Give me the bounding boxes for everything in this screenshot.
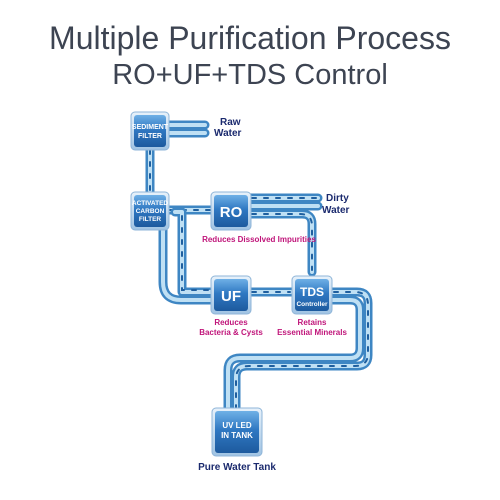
ro-label: RO [220, 204, 243, 221]
pipe-dirty-outlet [243, 193, 323, 211]
raw-water-label-2: Water [214, 128, 242, 139]
pipe-carbon-to-uf [158, 207, 217, 305]
pipe-ro-to-tds [243, 209, 317, 277]
uv-tank-node: UV LED IN TANK [211, 407, 263, 457]
carbon-filter-node: ACTIVATED CARBON FILTER [130, 191, 170, 231]
uf-description-2: Bacteria & Cysts [199, 328, 263, 337]
carbon-filter-label-2: CARBON [136, 208, 165, 215]
sediment-filter-node: SEDIMENT FILTER [130, 111, 170, 151]
uv-tank-label-1: UV LED [222, 421, 252, 430]
uf-description-1: Reduces [214, 318, 248, 327]
uf-node: UF [210, 275, 252, 315]
dirty-water-label-1: Dirty [326, 193, 349, 204]
carbon-filter-label-3: FILTER [139, 216, 162, 223]
ro-node: RO [210, 191, 252, 231]
pipe-raw-inlet [163, 120, 210, 138]
tds-sublabel: Controller [296, 301, 328, 308]
tds-description-2: Essential Minerals [277, 328, 347, 337]
raw-water-label-1: Raw [220, 117, 241, 128]
tds-label: TDS [300, 285, 324, 299]
uf-label: UF [221, 288, 241, 305]
tds-description-1: Retains [298, 318, 327, 327]
tds-controller-node: TDS Controller [291, 275, 333, 315]
ro-description: Reduces Dissolved Impurities [202, 235, 316, 244]
pipe-tds-to-tank [223, 287, 373, 415]
uv-tank-label-2: IN TANK [221, 431, 253, 440]
page-subtitle: RO+UF+TDS Control [112, 59, 388, 91]
dirty-water-label-2: Water [322, 205, 350, 216]
sediment-filter-label-1: SEDIMENT [132, 124, 169, 131]
page-title: Multiple Purification Process [49, 20, 451, 56]
pipe-network [145, 120, 373, 415]
sediment-filter-label-2: FILTER [138, 133, 162, 140]
carbon-filter-label-1: ACTIVATED [132, 200, 169, 207]
pure-water-tank-label: Pure Water Tank [198, 462, 276, 473]
